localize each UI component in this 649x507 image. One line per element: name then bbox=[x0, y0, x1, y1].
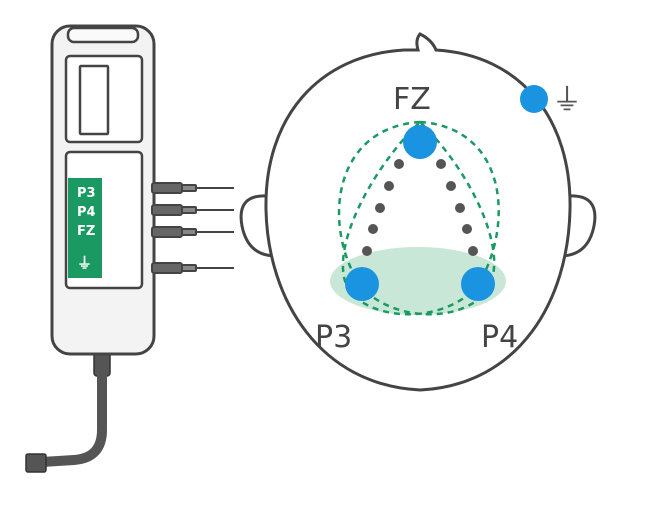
dot bbox=[394, 159, 404, 169]
electrode-label-fz: FZ bbox=[393, 82, 431, 117]
electrodes bbox=[345, 85, 548, 301]
dot bbox=[384, 181, 394, 191]
dot bbox=[436, 159, 446, 169]
dot bbox=[462, 224, 472, 234]
electrode-fz bbox=[403, 125, 437, 159]
head-ground-icon: ⏚ bbox=[552, 83, 582, 118]
dot bbox=[455, 203, 465, 213]
dot bbox=[362, 246, 372, 256]
electrode-p3 bbox=[345, 267, 379, 301]
device-ground-icon: ⏚ bbox=[77, 254, 92, 272]
electrode-label-p4: P4 bbox=[481, 320, 518, 355]
device-channel-label-fz: FZ bbox=[77, 224, 95, 239]
device-cable bbox=[25, 349, 111, 473]
lead-connector-p3 bbox=[151, 182, 234, 194]
lead-connectors bbox=[151, 182, 234, 274]
lead-connector-p4 bbox=[151, 204, 234, 216]
head-shape bbox=[264, 32, 572, 392]
lead-connector-fz bbox=[151, 226, 234, 238]
dot bbox=[375, 203, 385, 213]
head-outline bbox=[239, 32, 597, 392]
lead-connector-ground bbox=[151, 262, 234, 274]
electrode-label-p3: P3 bbox=[315, 320, 352, 355]
dashed-signal-paths bbox=[337, 120, 500, 316]
dotted-paths bbox=[362, 159, 478, 256]
amplifier-device: P3 P4 FZ ⏚ bbox=[50, 24, 156, 356]
dashed-path-fz-p3 bbox=[341, 120, 500, 316]
dot bbox=[368, 224, 378, 234]
electrode-p4 bbox=[461, 267, 495, 301]
dot bbox=[446, 181, 456, 191]
device-channel-label-p3: P3 bbox=[77, 186, 96, 201]
dot bbox=[468, 246, 478, 256]
channel-label-panel bbox=[68, 178, 102, 278]
electrode-ground bbox=[520, 85, 548, 113]
device-channel-label-p4: P4 bbox=[77, 205, 96, 220]
